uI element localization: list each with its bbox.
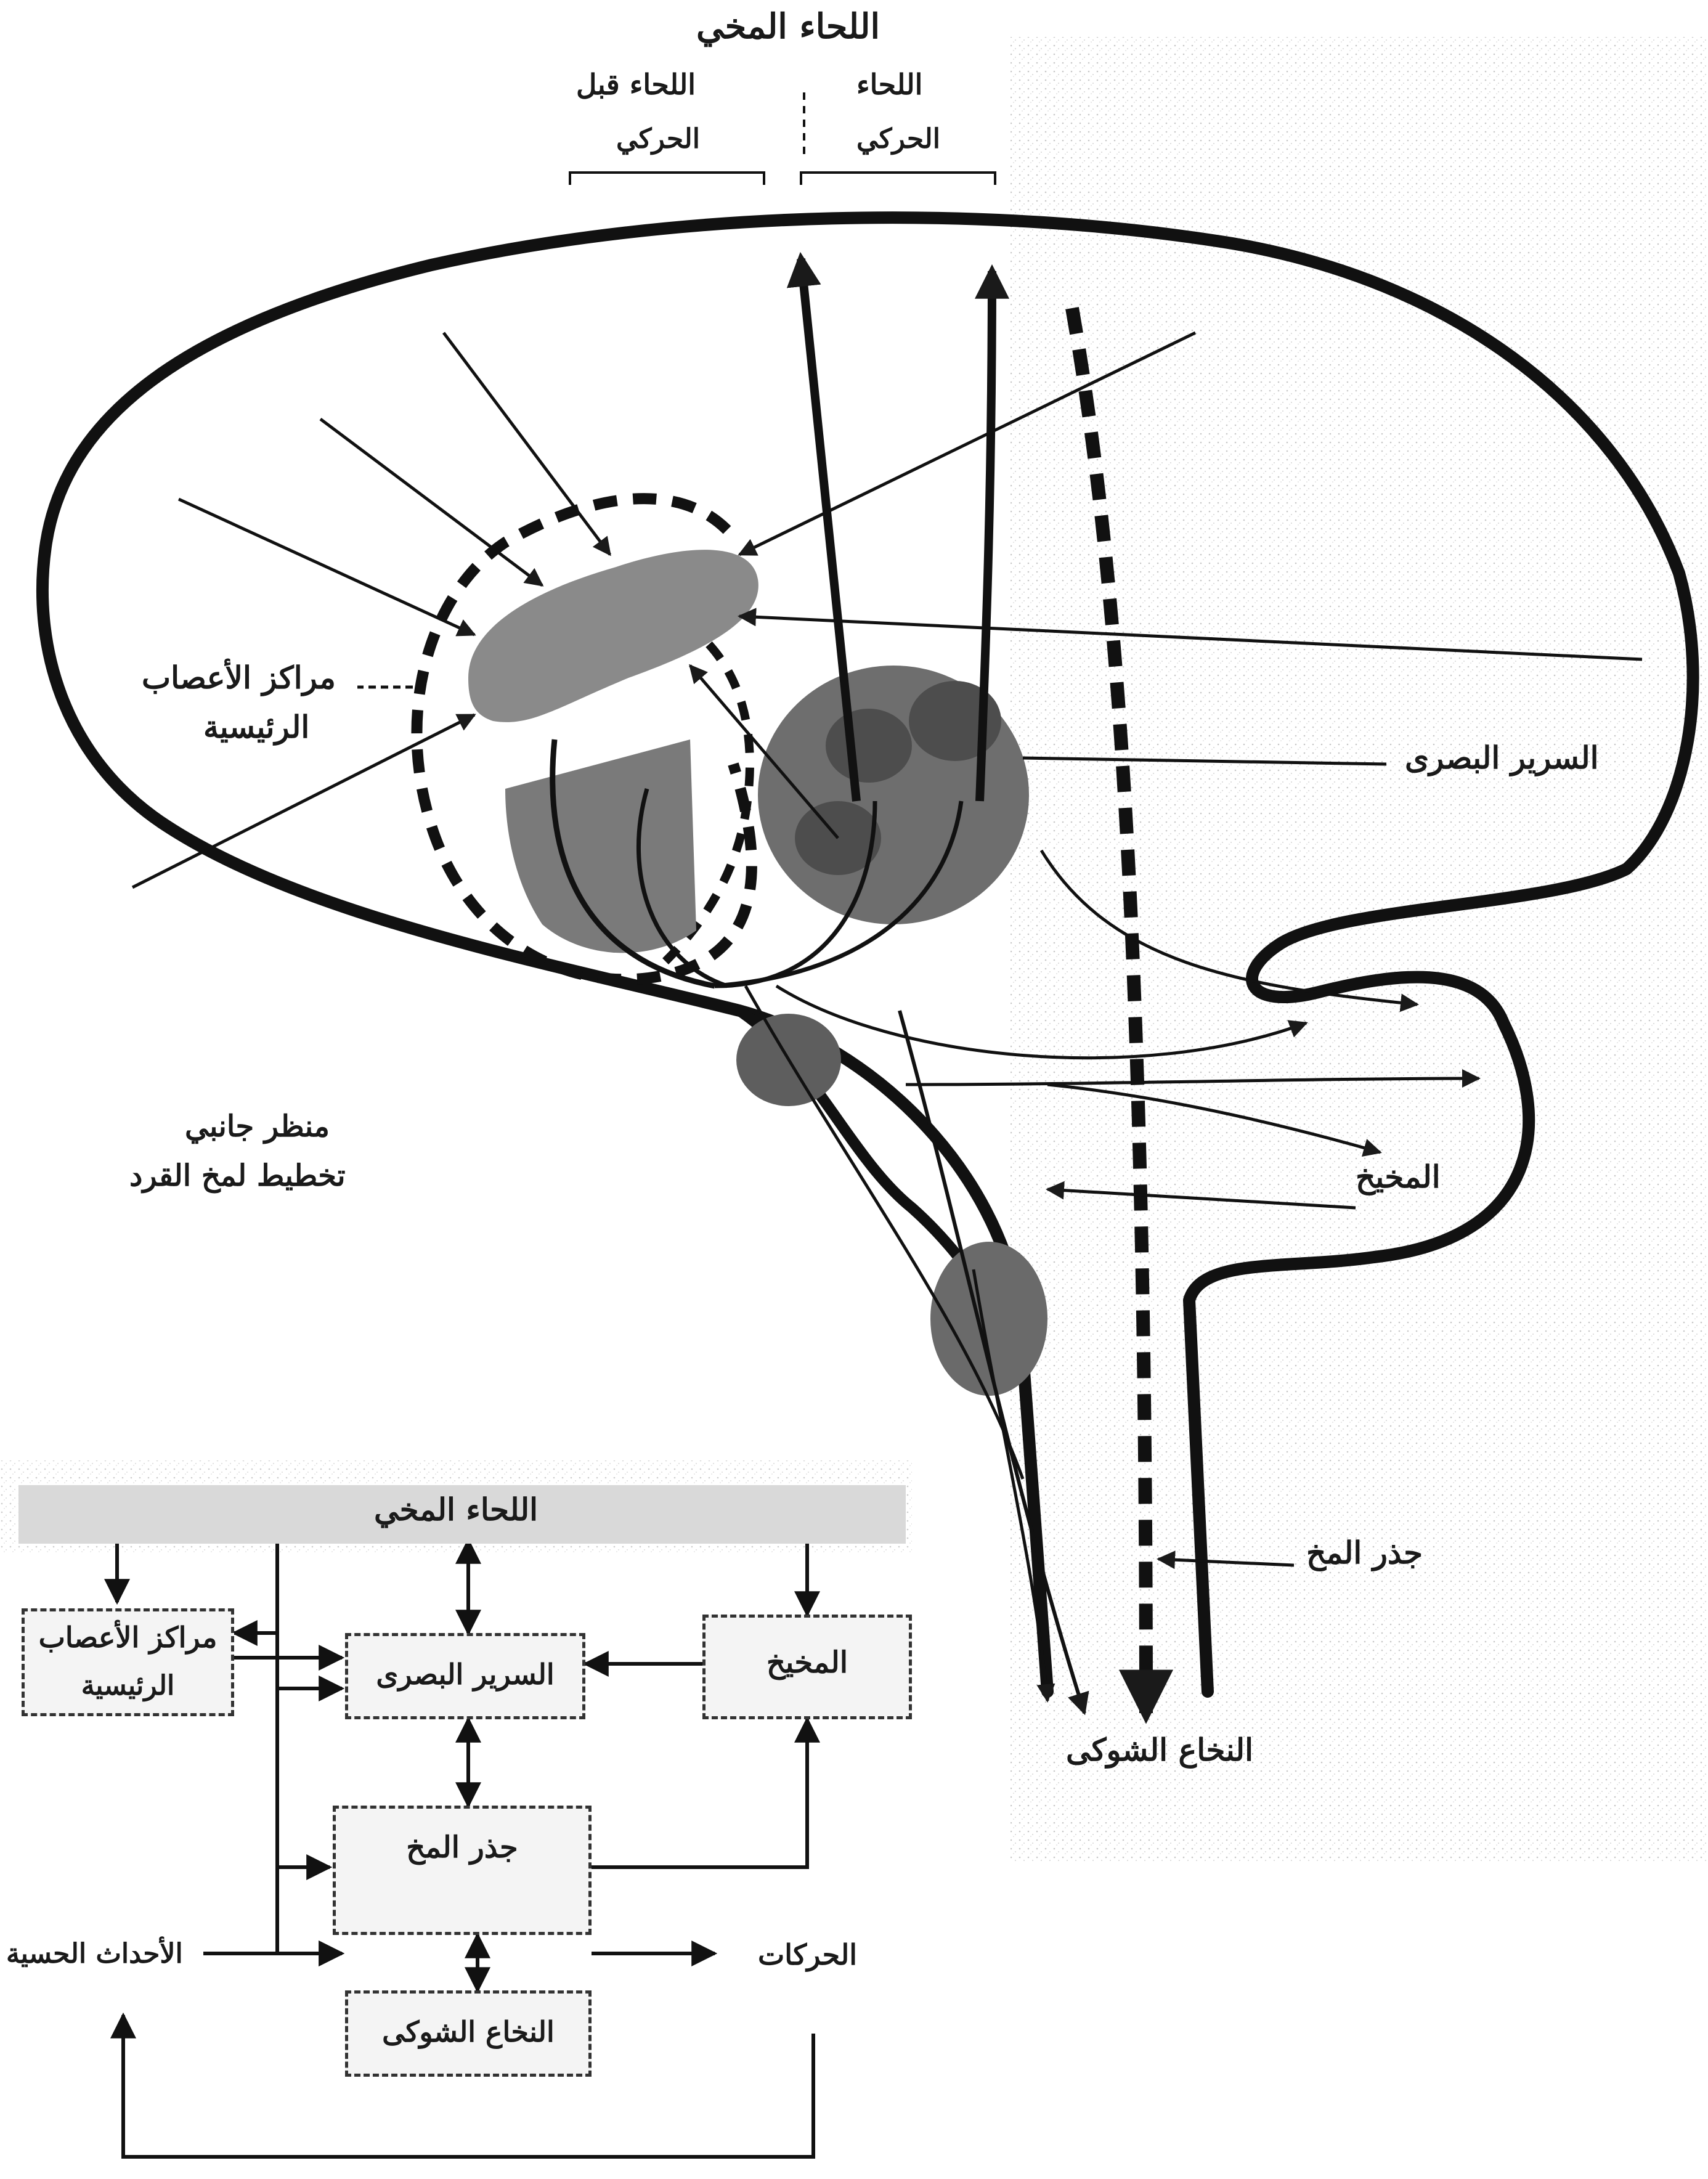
flow-cerebellum-label: المخيخ	[706, 1645, 909, 1681]
flow-movements-label: الحركات	[758, 1938, 857, 1972]
flow-basal-ganglia-label-2: الرئيسية	[25, 1670, 231, 1703]
flow-spinal-cord-label: النخاع الشوكى	[348, 2015, 588, 2049]
flow-thalamus-label: السرير البصرى	[348, 1658, 582, 1692]
flow-cortex-label: اللحاء المخي	[345, 1491, 567, 1528]
flow-brainstem-label: جذر المخ	[336, 1830, 588, 1866]
flow-box-brainstem	[333, 1806, 592, 1935]
flow-basal-ganglia-label-1: مراكز الأعصاب	[25, 1621, 231, 1655]
flow-sensory-events-label: الأحداث الحسية	[6, 1938, 183, 1971]
brainstem-cerebellum-loop	[592, 1719, 807, 1867]
